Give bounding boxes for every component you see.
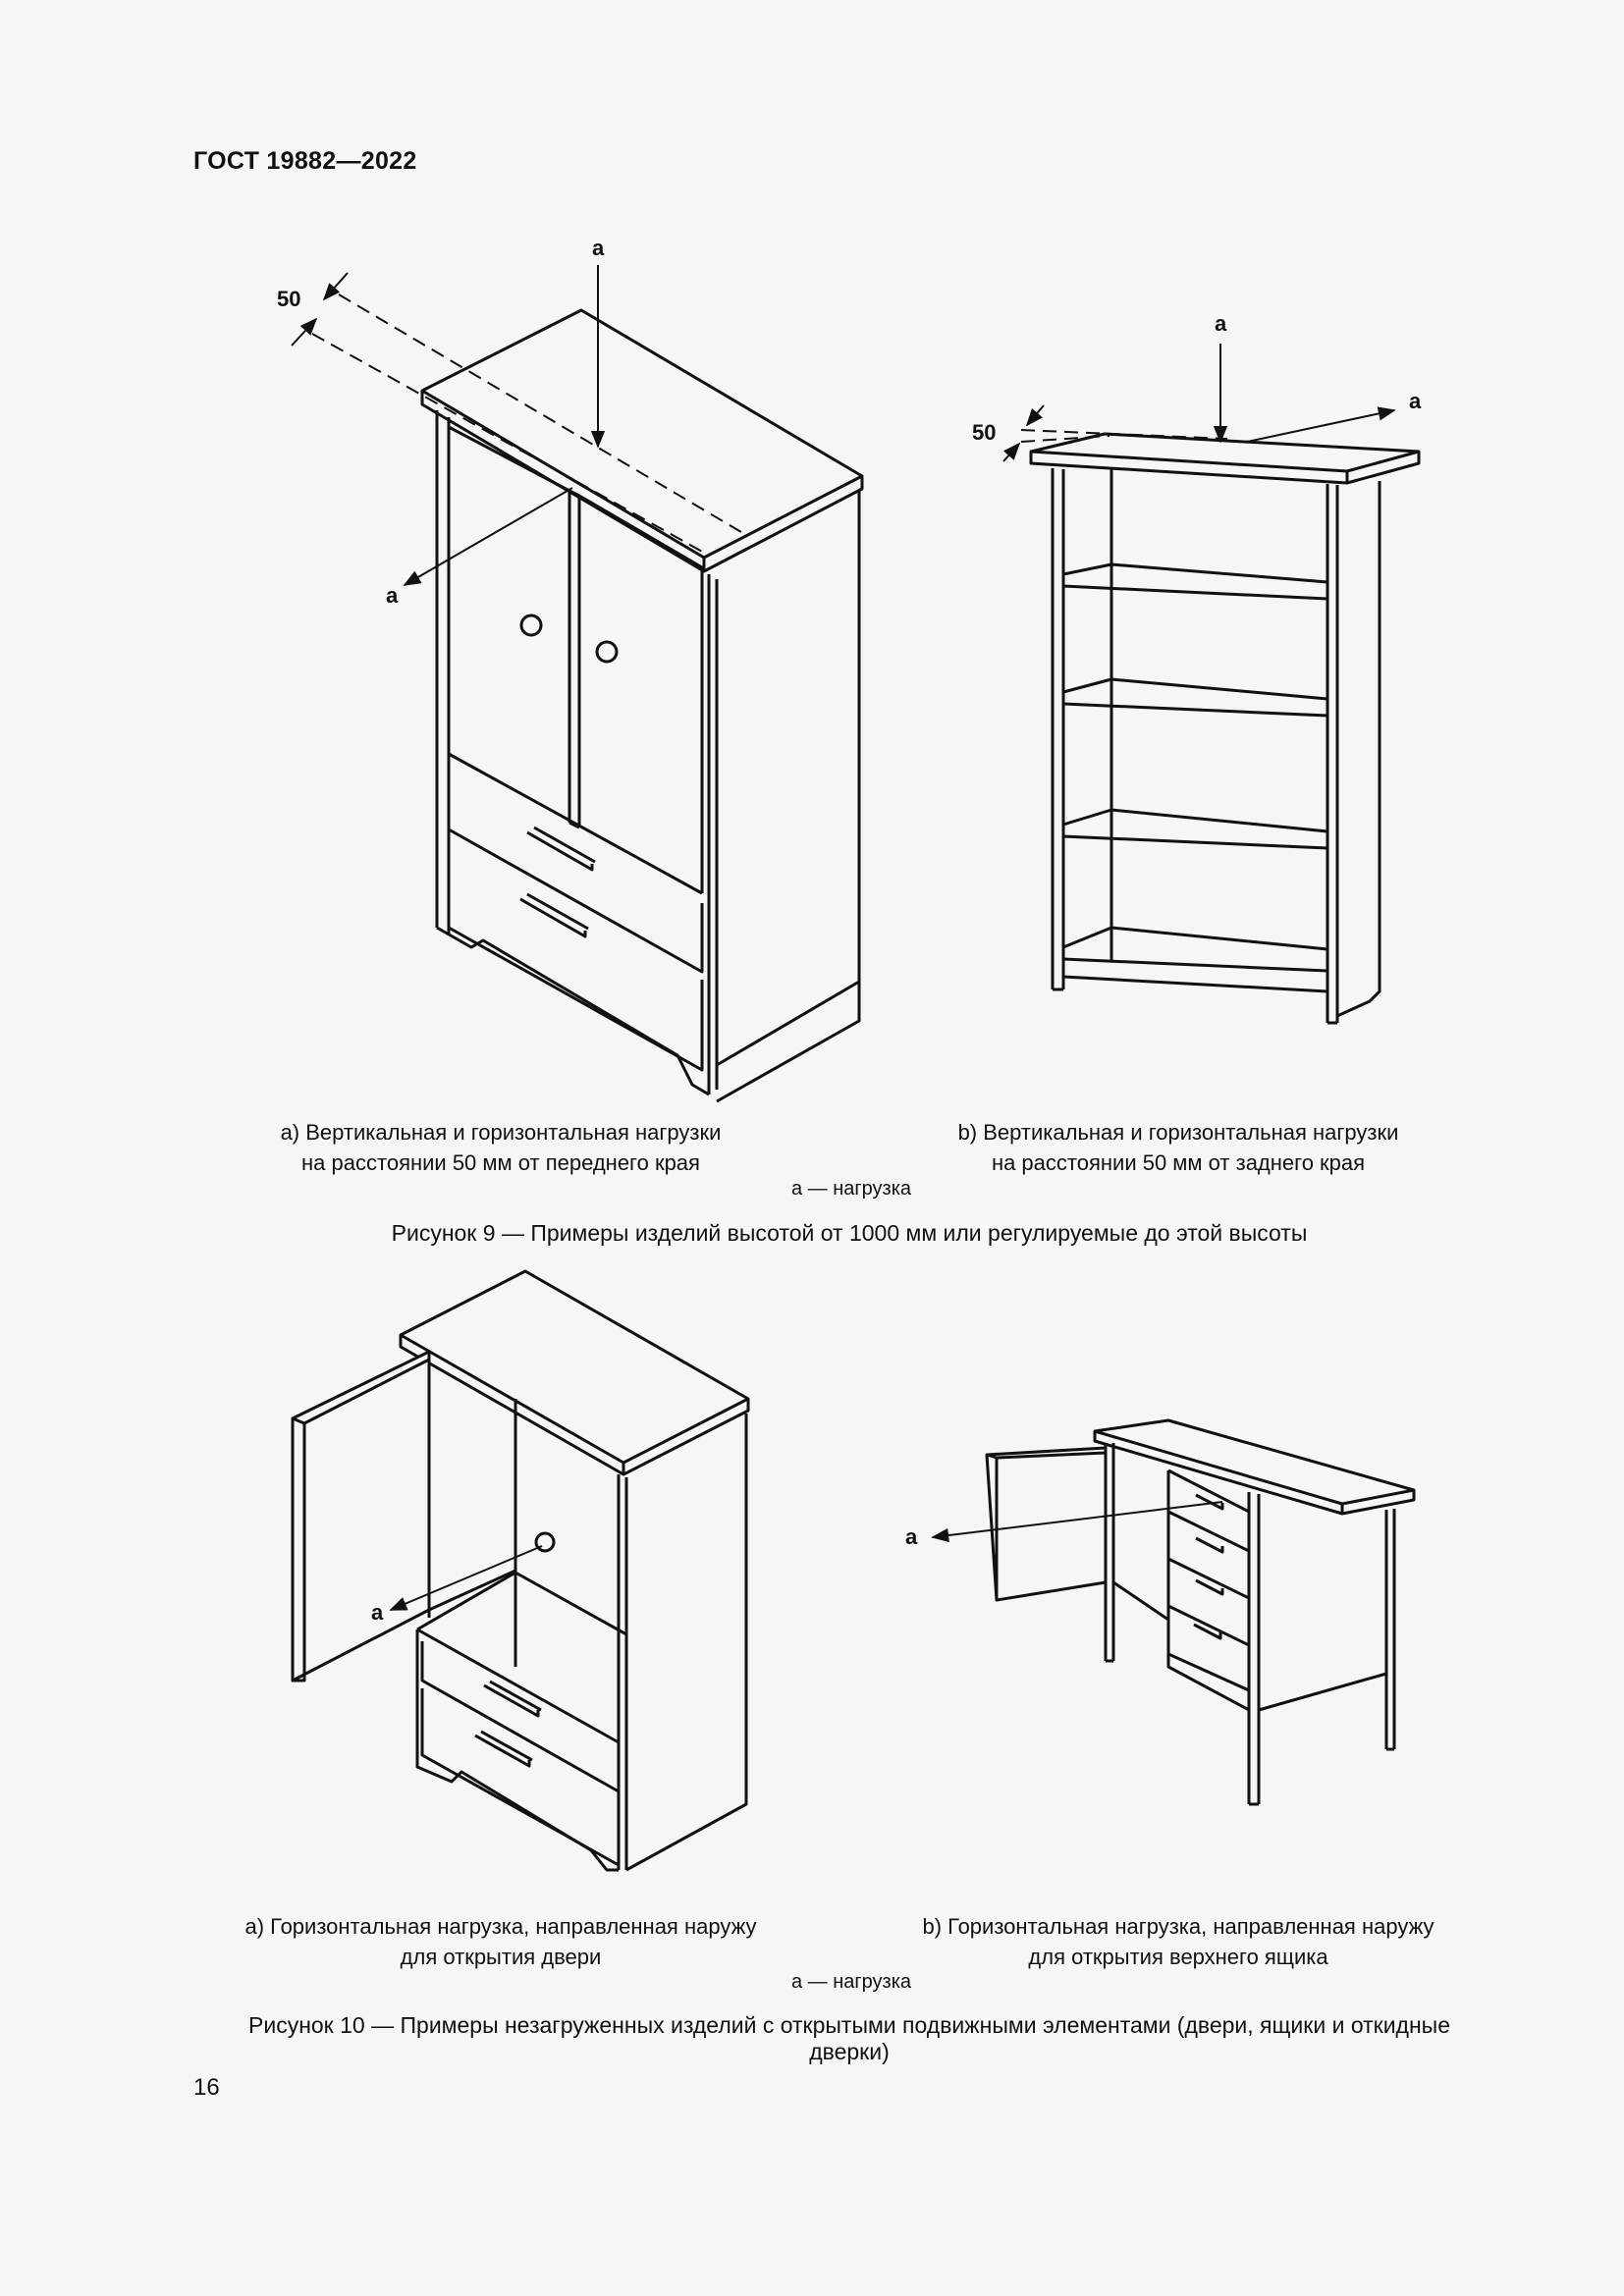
figure9b-load-label-top: а	[1215, 311, 1227, 336]
figure10b-desk-open-drawer-illustration	[985, 1418, 1416, 1806]
figure10b-load-annotations	[931, 1501, 1223, 1543]
figure10a-load-annotations	[389, 1545, 543, 1611]
figure9b-load-label-side: а	[1409, 389, 1422, 413]
figure10b-caption: b) Горизонтальная нагрузка, направленная…	[864, 1911, 1492, 1972]
figure9a-caption: а) Вертикальная и горизонтальная нагрузк…	[187, 1117, 815, 1178]
figure10a-caption: а) Горизонтальная нагрузка, направленная…	[187, 1911, 815, 1972]
figure9-title: Рисунок 9 — Примеры изделий высотой от 1…	[391, 1220, 1308, 1246]
figure9-legend: а — нагрузка	[790, 1178, 912, 1200]
figure9b-bookshelf-illustration	[1029, 432, 1421, 1025]
figure9a-wardrobe-illustration	[420, 308, 864, 1103]
page-number: 16	[193, 2074, 220, 2101]
figure9a-load-annotations	[291, 265, 747, 586]
figure10a-caption-line2: для открытия двери	[400, 1945, 602, 1969]
figure9a-load-label-side: а	[386, 583, 399, 608]
figure10a-caption-line1: а) Горизонтальная нагрузка, направленная…	[244, 1914, 757, 1939]
document-header: ГОСТ 19882—2022	[193, 147, 417, 175]
figure9a-load-label-top: а	[592, 236, 605, 260]
figure10b-caption-line1: b) Горизонтальная нагрузка, направленная…	[922, 1914, 1435, 1939]
figure9b-caption: b) Вертикальная и горизонтальная нагрузк…	[864, 1117, 1492, 1178]
figure9b-load-annotations	[1002, 344, 1396, 462]
figure9a-caption-line2: на расстоянии 50 мм от переднего края	[301, 1150, 700, 1175]
figure10-title: Рисунок 10 — Примеры незагруженных издел…	[147, 2012, 1551, 2065]
figure9b-caption-line2: на расстоянии 50 мм от заднего края	[991, 1150, 1366, 1175]
figure10a-load-label: а	[371, 1600, 384, 1625]
figure9b-dimension-label: 50	[972, 420, 996, 445]
figure9a-dimension-label: 50	[277, 287, 300, 311]
figure10b-load-label: а	[905, 1524, 918, 1549]
figure10-title-line2: дверки)	[809, 2039, 890, 2064]
figure10b-caption-line2: для открытия верхнего ящика	[1028, 1945, 1328, 1969]
figure10-title-line1: Рисунок 10 — Примеры незагруженных издел…	[248, 2012, 1450, 2038]
figure9b-caption-line1: b) Вертикальная и горизонтальная нагрузк…	[957, 1120, 1399, 1145]
figure9a-caption-line1: а) Вертикальная и горизонтальная нагрузк…	[280, 1120, 722, 1145]
figure10a-wardrobe-open-door-illustration	[291, 1269, 750, 1872]
figure10-legend: а — нагрузка	[790, 1971, 912, 1993]
